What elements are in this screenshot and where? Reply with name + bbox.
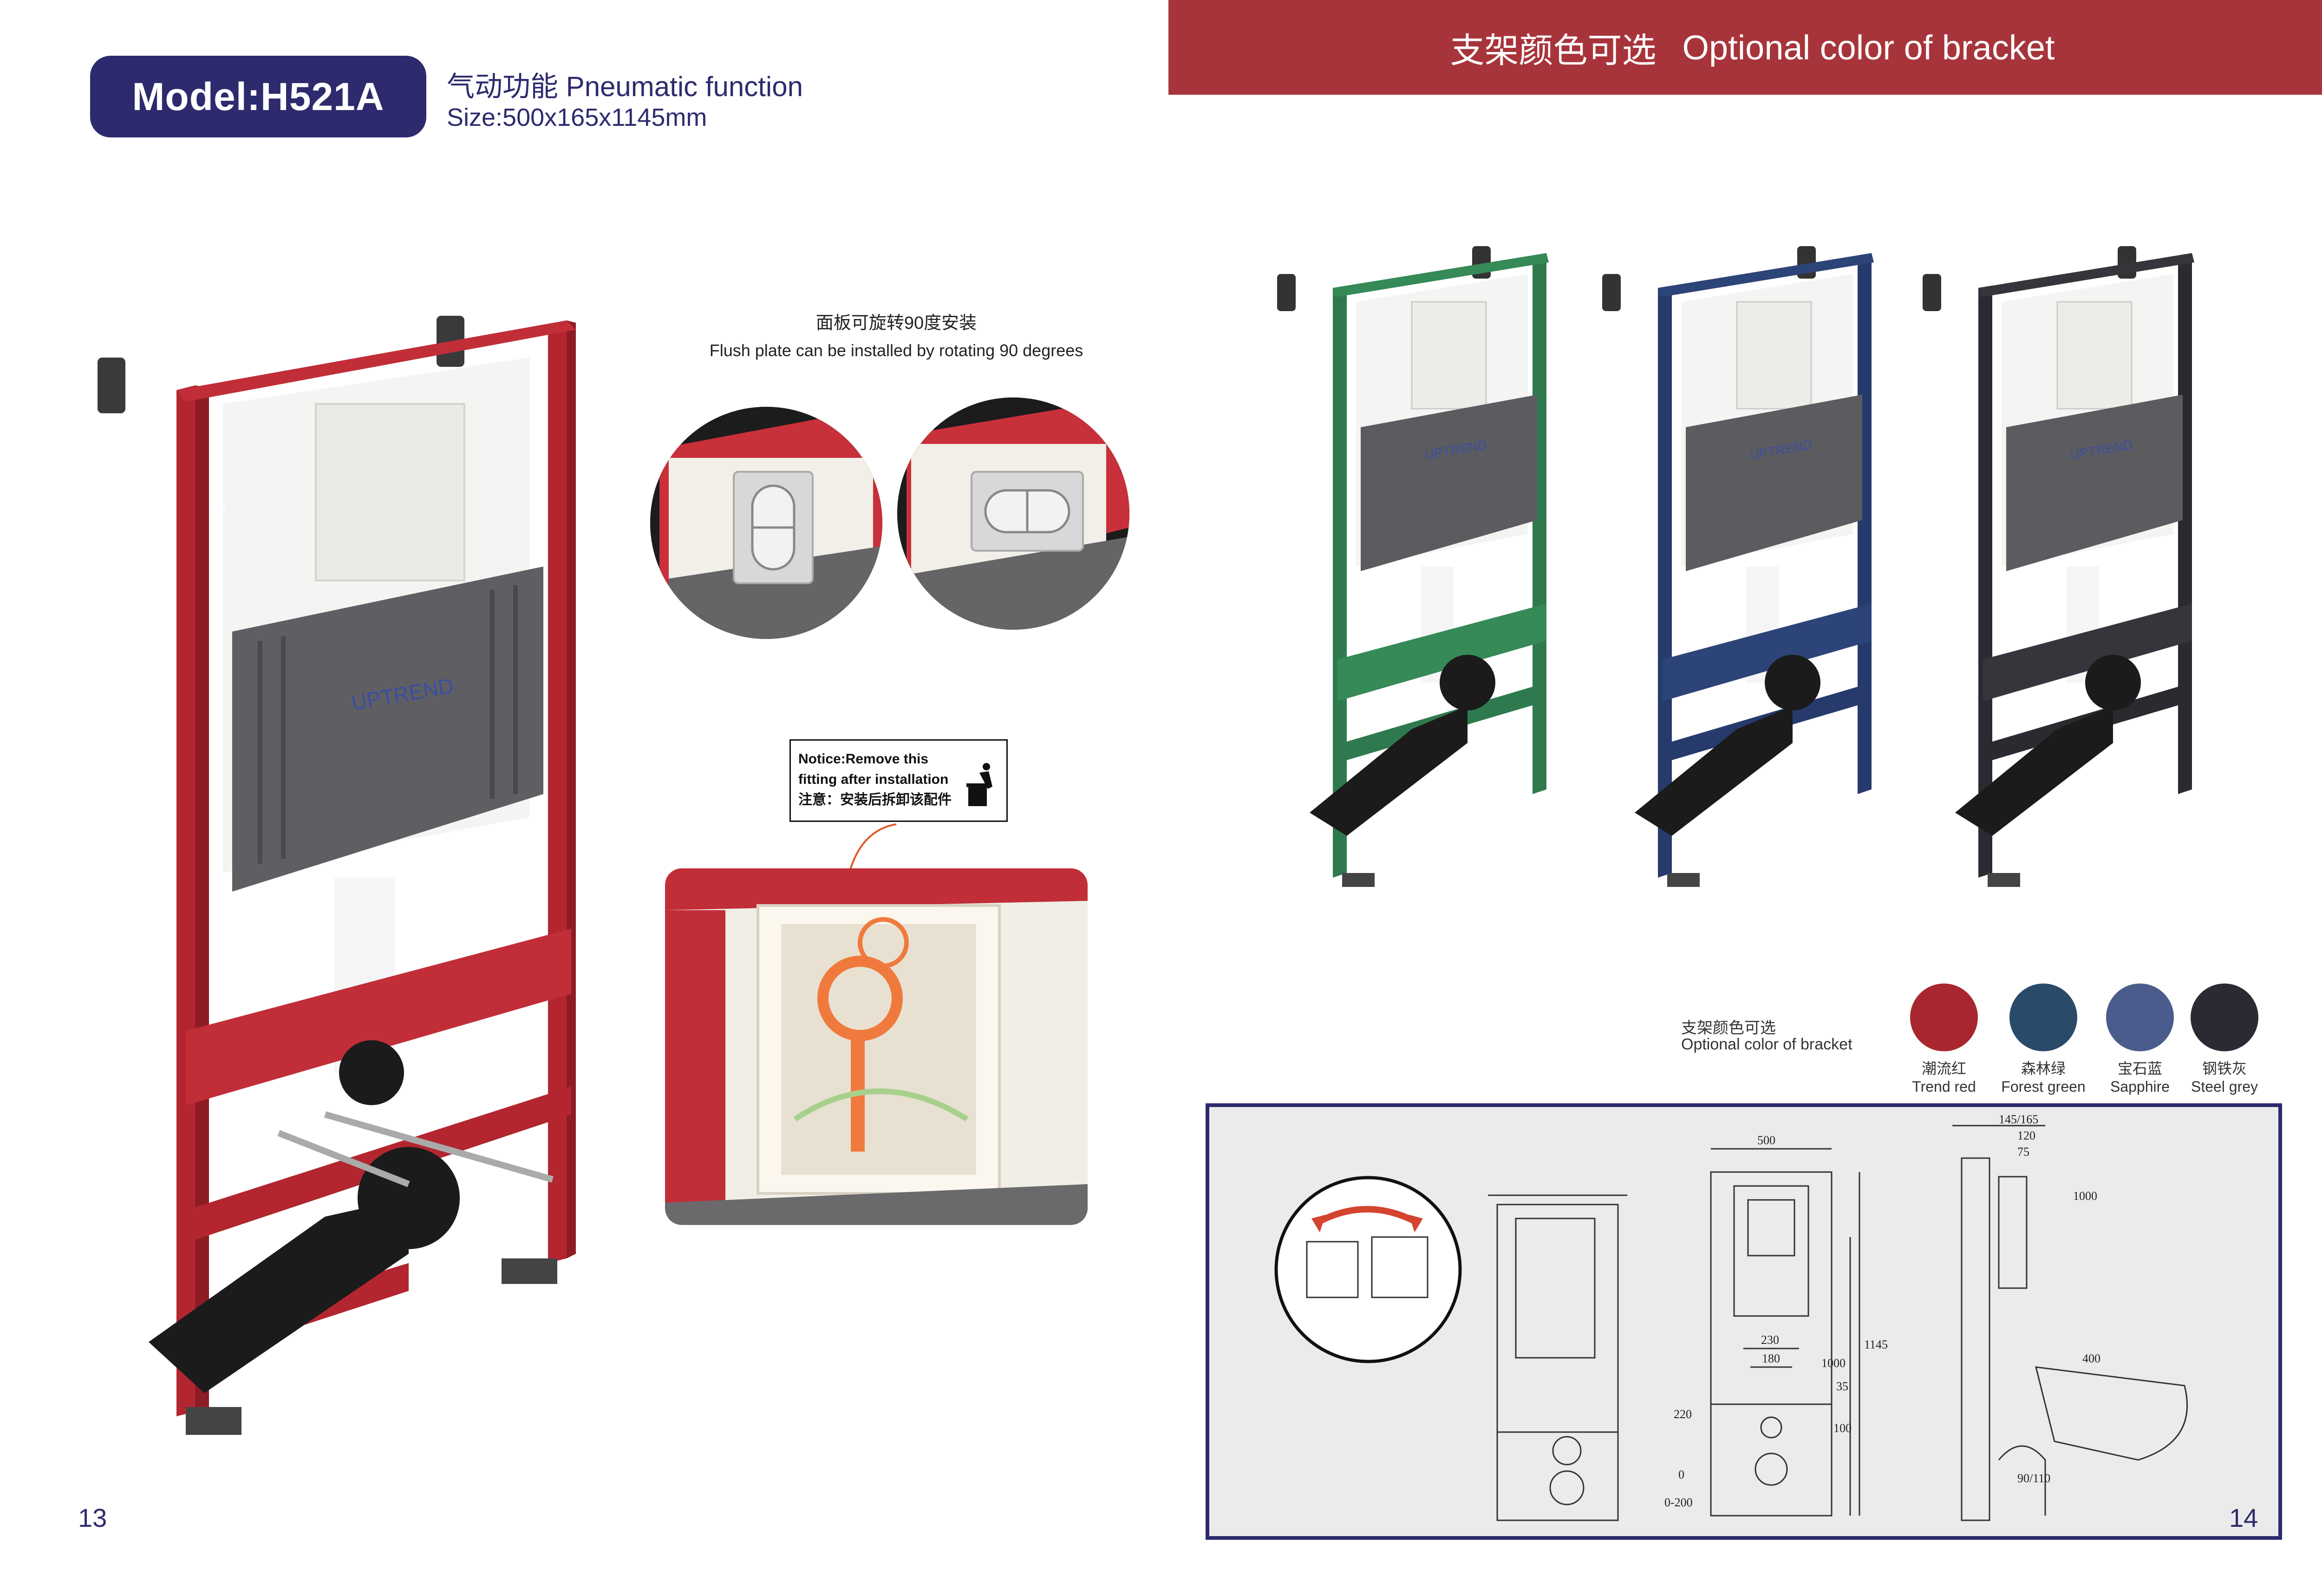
dim-230: 230 [1761, 1333, 1779, 1347]
swatch-trend-red: 潮流红 Trend red [1888, 984, 2000, 1095]
dim-35: 35 [1836, 1380, 1848, 1393]
red-frame-product: UPTREND 1m [98, 316, 576, 1435]
swatch-label-cn: 宝石蓝 [2117, 1060, 2162, 1077]
grey-frame-product: UPTREND [1923, 246, 2194, 887]
green-frame-product: UPTREND [1277, 246, 1549, 887]
dim-0: 0 [1678, 1468, 1684, 1481]
dim-145-165: 145/165 [1999, 1113, 2038, 1126]
swatch-circle [2191, 984, 2258, 1051]
dim-1000: 1000 [1821, 1356, 1846, 1370]
dim-width: 500 [1757, 1133, 1775, 1147]
banner-title-en: Optional color of bracket [1682, 28, 2055, 67]
dim-90-110: 90/110 [2017, 1472, 2050, 1485]
trash-bin-icon [966, 763, 992, 806]
page-number-left: 13 [78, 1503, 107, 1532]
dim-75: 75 [2017, 1145, 2029, 1159]
rotation-caption-en: Flush plate can be installed by rotating… [709, 341, 1083, 360]
swatch-forest-green: 森林绿 Forest green [1988, 984, 2099, 1095]
dim-400: 400 [2082, 1352, 2100, 1365]
removable-fitting-photo [665, 868, 1088, 1225]
dim-height: 1145 [1864, 1338, 1888, 1351]
notice-line-2: fitting after installation [798, 772, 949, 787]
model-badge: Model:H521A [90, 56, 426, 137]
swatch-sapphire: 宝石蓝 Sapphire [2084, 984, 2196, 1095]
swatch-circle [2106, 984, 2174, 1051]
swatch-label-en: Sapphire [2110, 1078, 2170, 1095]
flush-plate-vertical-photo [650, 407, 882, 639]
swatch-circle [1910, 984, 1978, 1051]
dim-100: 100 [1833, 1421, 1852, 1435]
technical-drawing: 500 1145 1000 230 180 35 100 220 0 0-200… [1274, 1113, 2188, 1521]
blue-frame-product: UPTREND [1602, 246, 1874, 887]
color-options-caption-en: Optional color of bracket [1681, 1036, 1852, 1053]
banner-title-cn: 支架颜色可选 [1450, 31, 1657, 70]
notice-box: Notice:Remove this fitting after install… [789, 739, 1008, 822]
function-label: 气动功能 Pneumatic function [447, 71, 803, 102]
level-mark: 1m [209, 500, 226, 514]
dim-220: 220 [1674, 1407, 1692, 1421]
swatch-label-cn: 潮流红 [1921, 1060, 1966, 1077]
technical-drawing-panel: 500 1145 1000 230 180 35 100 220 0 0-200… [1206, 1103, 2282, 1540]
swatch-label-cn: 钢铁灰 [2202, 1060, 2247, 1077]
swatch-label-en: Trend red [1912, 1078, 1976, 1095]
dim-side-1000: 1000 [2073, 1189, 2097, 1203]
swatch-circle [2009, 984, 2077, 1051]
swatch-label-en: Steel grey [2191, 1078, 2258, 1095]
flush-plate-horizontal-photo [897, 397, 1129, 630]
color-options-caption-cn: 支架颜色可选 [1681, 1019, 1776, 1037]
size-label: Size:500x165x1145mm [447, 104, 707, 131]
color-banner: 支架颜色可选 Optional color of bracket [1168, 0, 2322, 95]
swatch-steel-grey: 钢铁灰 Steel grey [2169, 984, 2280, 1095]
dim-180: 180 [1762, 1352, 1780, 1365]
page-number-right: 14 [2229, 1503, 2258, 1532]
dim-range: 0-200 [1664, 1496, 1693, 1509]
swatch-label-en: Forest green [2001, 1078, 2086, 1095]
notice-line-1: Notice:Remove this [798, 751, 929, 767]
swatch-label-cn: 森林绿 [2021, 1060, 2066, 1077]
rotation-caption-cn: 面板可旋转90度安装 [815, 313, 977, 333]
dim-120: 120 [2017, 1129, 2035, 1142]
notice-line-3: 注意：安装后拆卸该配件 [798, 792, 952, 808]
